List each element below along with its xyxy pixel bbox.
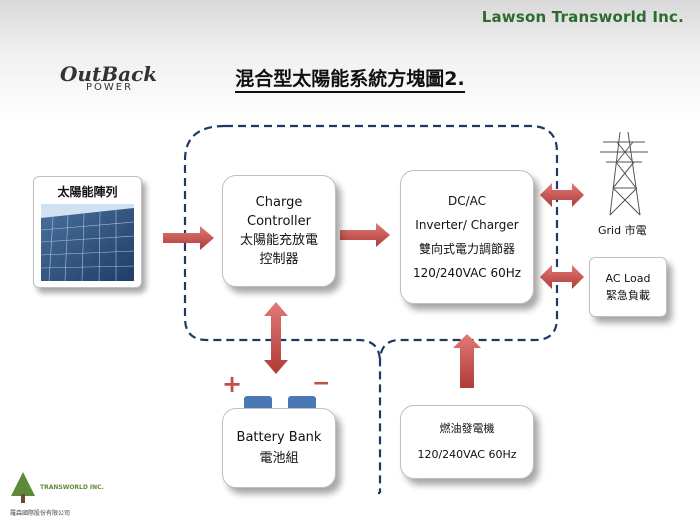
footer-logo-text-zh: 羅森國際股份有限公司 [10,510,71,517]
charge-line2: Controller [247,214,311,229]
battery-line1: Battery Bank [236,430,322,445]
arrow-inverter-grid [540,183,584,207]
arrow-solar-to-charge [163,226,214,250]
arrow-charge-to-inverter [340,223,390,247]
generator-line1: 燃油發電機 [439,422,495,435]
grid-label: Grid 市電 [598,224,647,237]
inverter-line1: DC/AC [447,194,487,208]
transmission-tower-icon [600,131,648,216]
arrow-generator-to-inverter [453,334,481,388]
battery-bank-node: Battery Bank 電池組 [222,408,336,488]
plus-icon: + [222,370,243,398]
arrow-inverter-acload [540,265,584,289]
arrow-charge-battery [264,302,288,374]
battery-positive-terminal [244,396,272,408]
charge-line4: 控制器 [259,252,299,267]
acload-line2: 緊急負載 [606,289,650,302]
ac-load-node: AC Load 緊急負載 [589,257,667,317]
charge-line3: 太陽能充放電 [239,233,318,248]
logo-main-text: OutBack [60,62,158,86]
inverter-node: DC/AC Inverter/ Charger 雙向式電力調節器 120/240… [400,170,534,304]
footer-logo-text: TRANSWORLD INC. [40,484,104,491]
minus-icon: − [312,371,331,396]
inverter-line3: 雙向式電力調節器 [418,242,515,256]
company-name: Lawson Transworld Inc. [481,8,684,26]
tree-logo-icon [11,472,35,503]
generator-line2: 120/240VAC 60Hz [417,448,517,461]
acload-line1: AC Load [605,272,651,285]
solar-array-label: 太陽能陣列 [57,185,118,199]
battery-negative-terminal [288,396,316,408]
solar-panel-image [41,204,134,281]
solar-array-node: 太陽能陣列 [33,176,142,288]
header-background [0,0,700,120]
page-title: 混合型太陽能系統方塊圖2. [0,64,700,93]
battery-line2: 電池組 [259,451,299,466]
inverter-line4: 120/240VAC 60Hz [412,266,522,280]
inverter-line2: Inverter/ Charger [415,218,519,232]
generator-node: 燃油發電機 120/240VAC 60Hz [400,405,534,479]
charge-controller-node: Charge Controller 太陽能充放電 控制器 [222,175,336,287]
logo-sub-text: POWER [86,82,134,93]
system-boundary [225,124,559,495]
charge-line1: Charge [255,195,303,210]
